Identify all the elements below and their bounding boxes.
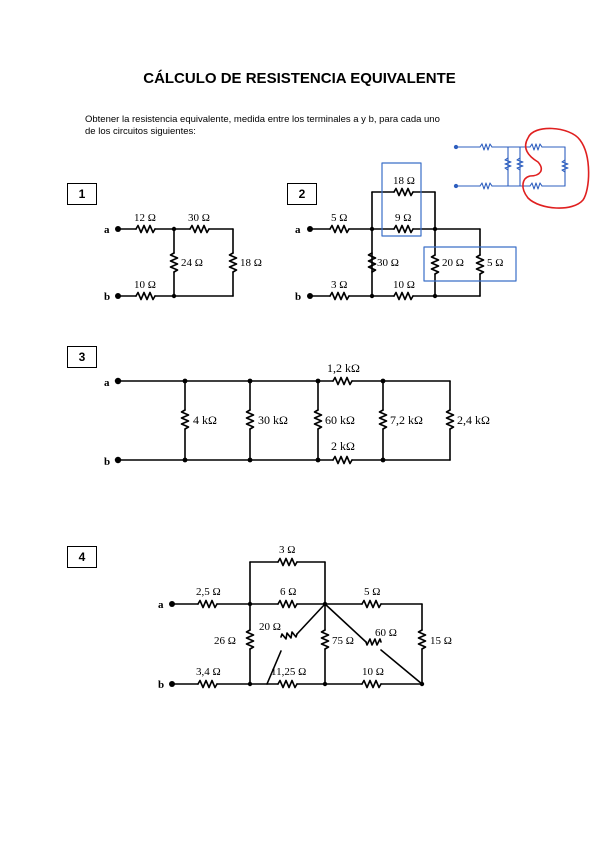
- c3-r72k-label: 7,2 kΩ: [390, 413, 423, 427]
- page-title: CÁLCULO DE RESISTENCIA EQUIVALENTE: [143, 70, 456, 87]
- highlight-box-20-5: [423, 246, 517, 282]
- highlight-box-18-9: [381, 162, 422, 237]
- c4-terminal-a: a: [158, 599, 164, 611]
- instructions-line-1: Obtener la resistencia equivalente, medi…: [85, 114, 440, 125]
- c2-r5a-label: 5 Ω: [331, 212, 347, 224]
- c4-r20-label: 20 Ω: [259, 621, 281, 633]
- c2-r20-label: 20 Ω: [442, 257, 464, 269]
- c2-r30-label: 30 Ω: [377, 257, 399, 269]
- c3-terminal-b: b: [104, 456, 110, 468]
- c3-r30k-label: 30 kΩ: [258, 413, 288, 427]
- c2-terminal-b: b: [295, 291, 301, 303]
- c1-r12-label: 12 Ω: [134, 212, 156, 224]
- c4-r6-label: 6 Ω: [280, 586, 296, 598]
- c3-r4k-label: 4 kΩ: [193, 413, 217, 427]
- circuit-2-wires: [309, 187, 485, 301]
- c1-r24-label: 24 Ω: [181, 257, 203, 269]
- annotation-red-loop: [522, 127, 590, 209]
- c1-r10-label: 10 Ω: [134, 279, 156, 291]
- c2-r5b-label: 5 Ω: [487, 257, 503, 269]
- c2-r18-label: 18 Ω: [393, 175, 415, 187]
- c3-r2k-label: 2 kΩ: [331, 439, 355, 453]
- c4-r26-label: 26 Ω: [214, 635, 236, 647]
- c4-r5-label: 5 Ω: [364, 586, 380, 598]
- annotation-sketch: [453, 143, 569, 190]
- c1-terminal-a: a: [104, 224, 110, 236]
- c3-terminal-a: a: [104, 377, 110, 389]
- c4-r15-label: 15 Ω: [430, 635, 452, 647]
- c3-r12k-label: 1,2 kΩ: [327, 361, 360, 375]
- instructions-line-2: de los circuitos siguientes:: [85, 126, 196, 137]
- circuit-1-number: 1: [67, 183, 97, 205]
- circuit-2-number: 2: [287, 183, 317, 205]
- circuit-4-wires: [171, 557, 427, 689]
- c4-r60-label: 60 Ω: [375, 627, 397, 639]
- c3-r60k-label: 60 kΩ: [325, 413, 355, 427]
- circuit-4-number: 4: [67, 546, 97, 568]
- c3-r24k-label: 2,4 kΩ: [457, 413, 490, 427]
- circuit-3-number: 3: [67, 346, 97, 368]
- c4-r10-label: 10 Ω: [362, 666, 384, 678]
- instructions: Obtener la resistencia equivalente, medi…: [85, 114, 505, 138]
- c4-r1125-label: 11,25 Ω: [271, 666, 306, 678]
- c4-r3-label: 3 Ω: [279, 544, 295, 556]
- c1-terminal-b: b: [104, 291, 110, 303]
- c4-r25-label: 2,5 Ω: [196, 586, 221, 598]
- c4-r75-label: 75 Ω: [332, 635, 354, 647]
- c2-r9-label: 9 Ω: [395, 212, 411, 224]
- c4-r34-label: 3,4 Ω: [196, 666, 221, 678]
- circuit-1-wires: [117, 224, 238, 301]
- c2-r3-label: 3 Ω: [331, 279, 347, 291]
- c1-r18-label: 18 Ω: [240, 257, 262, 269]
- c1-r30-label: 30 Ω: [188, 212, 210, 224]
- c2-r10-label: 10 Ω: [393, 279, 415, 291]
- circuit-3-wires: [117, 376, 455, 465]
- c4-terminal-b: b: [158, 679, 164, 691]
- c2-terminal-a: a: [295, 224, 301, 236]
